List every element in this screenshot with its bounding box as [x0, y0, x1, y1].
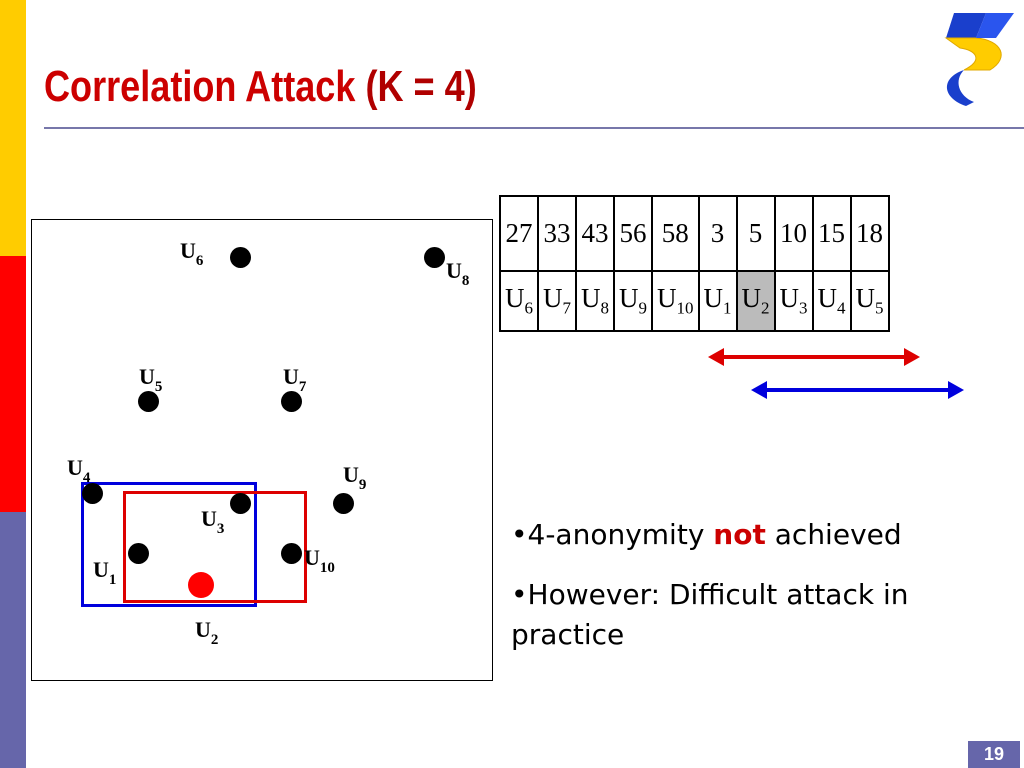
slide-title: Correlation Attack (K = 4) [44, 62, 477, 112]
user-u1-label: U1 [93, 557, 117, 588]
blue-range-arrow [751, 381, 964, 399]
user-u5-dot [138, 391, 159, 412]
user-u9-label: U9 [343, 462, 367, 493]
user-u4-dot [82, 483, 103, 504]
left-accent-bar-red [0, 256, 26, 512]
table-cell-user: U6 [499, 270, 539, 332]
table-row-values: 27 33 43 56 58 3 5 10 15 18 [499, 195, 890, 272]
slide-title-main: Correlation Attack [44, 62, 356, 111]
table-cell-user: U5 [849, 270, 890, 332]
table-cell-user: U8 [575, 270, 615, 332]
user-u7-dot [281, 391, 302, 412]
table-cell-value: 5 [735, 195, 776, 272]
user-u1-dot [128, 543, 149, 564]
user-u10-dot [281, 543, 302, 564]
blue-cloaking-region [81, 482, 257, 607]
user-u6-dot [230, 247, 251, 268]
user-u6-label: U6 [180, 238, 204, 269]
user-u8-dot [424, 247, 445, 268]
table-cell-value: 15 [811, 195, 852, 272]
table-cell-user: U10 [651, 270, 700, 332]
table-cell-value: 58 [651, 195, 700, 272]
left-accent-bar-blue [0, 512, 26, 768]
red-cloaking-region [123, 491, 307, 603]
bullet-difficult-attack: •However: Difficult attack in practice [511, 578, 909, 651]
bullet-anonymity: •4-anonymity not achieved [511, 518, 902, 551]
title-divider [44, 127, 1024, 129]
user-u2-label: U2 [195, 617, 219, 648]
table-row-users: U6 U7 U8 U9 U10 U1 U2 U3 U4 U5 [499, 270, 890, 332]
table-cell-value: 10 [773, 195, 814, 272]
table-cell-user-highlighted: U2 [735, 270, 776, 332]
table-cell-value: 56 [613, 195, 653, 272]
emphasis-not: not [713, 518, 766, 551]
table-cell-user: U9 [613, 270, 653, 332]
table-cell-value: 33 [537, 195, 577, 272]
user-u9-dot [333, 493, 354, 514]
stylized-s-logo-icon [944, 13, 1014, 106]
user-u5-label: U5 [139, 364, 163, 395]
left-accent-bar-yellow [0, 0, 26, 256]
user-u2-dot-highlighted [188, 572, 214, 598]
bullet-list: •4-anonymity not achieved •However: Diff… [511, 515, 1011, 675]
user-u7-label: U7 [283, 364, 307, 395]
user-u8-label: U8 [446, 258, 470, 289]
user-u10-label: U10 [304, 545, 335, 576]
table-cell-user: U4 [811, 270, 852, 332]
slide-title-param: (K = 4) [365, 62, 477, 111]
table-cell-user: U7 [537, 270, 577, 332]
page-number-badge: 19 [968, 741, 1020, 768]
table-cell-value: 18 [849, 195, 890, 272]
table-cell-value: 27 [499, 195, 539, 272]
table-cell-value: 3 [697, 195, 738, 272]
table-cell-value: 43 [575, 195, 615, 272]
user-location-diagram [31, 219, 493, 681]
table-cell-user: U3 [773, 270, 814, 332]
red-range-arrow [708, 348, 920, 366]
sorted-value-table: 27 33 43 56 58 3 5 10 15 18 U6 U7 U8 U9 … [499, 195, 890, 332]
user-u3-label: U3 [201, 506, 225, 537]
table-cell-user: U1 [697, 270, 738, 332]
range-arrows [708, 348, 964, 399]
user-u3-dot [230, 493, 251, 514]
user-u4-label: U4 [67, 455, 91, 486]
